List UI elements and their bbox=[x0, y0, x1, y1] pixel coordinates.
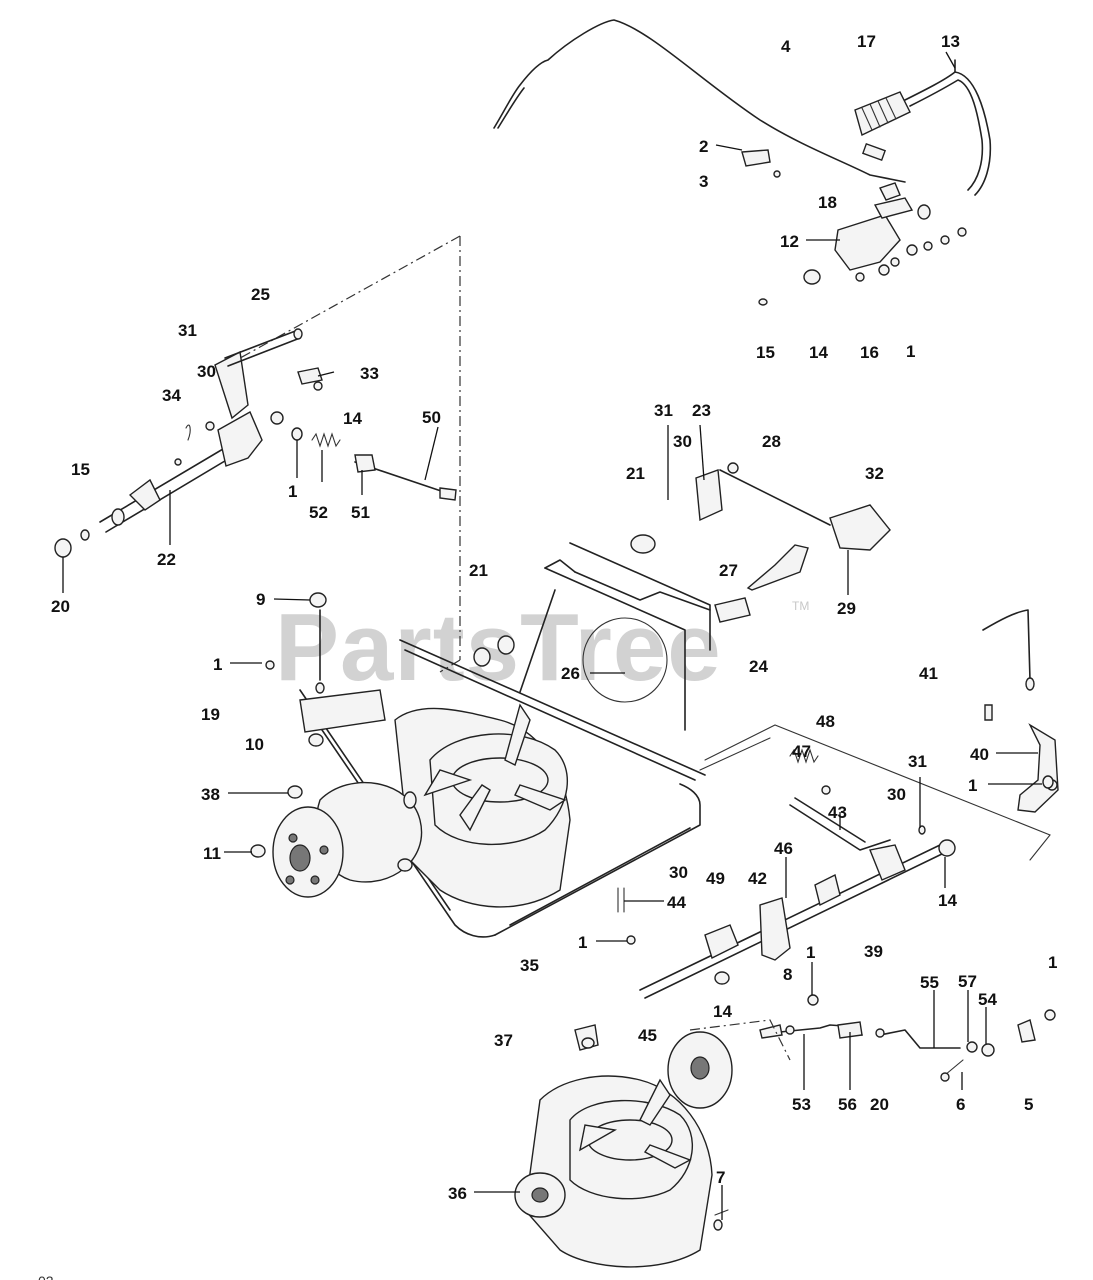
callout-1-left: 1 bbox=[288, 482, 297, 501]
callout-42: 42 bbox=[748, 869, 767, 888]
callout-24: 24 bbox=[749, 657, 768, 676]
callout-52: 52 bbox=[309, 503, 328, 522]
callout-1-top: 1 bbox=[906, 342, 915, 361]
callout-35: 35 bbox=[520, 956, 539, 975]
callout-37: 37 bbox=[494, 1031, 513, 1050]
callout-1-right: 1 bbox=[968, 776, 977, 795]
callout-41: 41 bbox=[919, 664, 938, 683]
callout-33: 33 bbox=[360, 364, 379, 383]
callout-31-left: 31 bbox=[178, 321, 197, 340]
callout-53: 53 bbox=[792, 1095, 811, 1114]
brake-linkage-assembly bbox=[617, 609, 1059, 999]
callout-10: 10 bbox=[245, 735, 264, 754]
callout-23: 23 bbox=[692, 401, 711, 420]
callout-30-mid: 30 bbox=[673, 432, 692, 451]
callout-13: 13 bbox=[941, 32, 960, 51]
callout-9: 9 bbox=[256, 590, 265, 609]
callout-1-lower: 1 bbox=[578, 933, 587, 952]
callout-46: 46 bbox=[774, 839, 793, 858]
callout-1-frame: 1 bbox=[213, 655, 222, 674]
transmission-upper bbox=[250, 592, 571, 908]
callout-14-left: 14 bbox=[343, 409, 362, 428]
callout-22: 22 bbox=[157, 550, 176, 569]
callout-55: 55 bbox=[920, 973, 939, 992]
callout-30-right: 30 bbox=[887, 785, 906, 804]
callout-20-left: 20 bbox=[51, 597, 70, 616]
callout-50: 50 bbox=[422, 408, 441, 427]
callout-11: 11 bbox=[203, 844, 221, 863]
callout-56: 56 bbox=[838, 1095, 857, 1114]
callout-6: 6 bbox=[956, 1095, 965, 1114]
callout-15-left: 15 bbox=[71, 460, 90, 479]
callout-31-mid: 31 bbox=[654, 401, 673, 420]
callout-49: 49 bbox=[706, 869, 725, 888]
callout-25: 25 bbox=[251, 285, 270, 304]
callout-39: 39 bbox=[864, 942, 883, 961]
control-lever-assembly bbox=[493, 19, 992, 306]
callout-38: 38 bbox=[201, 785, 220, 804]
callout-14-top: 14 bbox=[809, 343, 828, 362]
callout-44: 44 bbox=[667, 893, 686, 912]
callout-54: 54 bbox=[978, 990, 997, 1009]
footer-text: 02 bbox=[38, 1273, 54, 1280]
callout-14-lower: 14 bbox=[713, 1002, 732, 1021]
callout-30-left: 30 bbox=[197, 362, 216, 381]
callout-8: 8 bbox=[783, 965, 792, 984]
callout-19: 19 bbox=[201, 705, 220, 724]
lever-shaft-assembly bbox=[54, 235, 461, 673]
callout-32: 32 bbox=[865, 464, 884, 483]
callout-47: 47 bbox=[792, 742, 811, 761]
transmission-lower bbox=[514, 1019, 791, 1268]
leader-lines bbox=[62, 51, 1042, 1220]
watermark-tm: TM bbox=[792, 599, 809, 613]
callout-18: 18 bbox=[818, 193, 837, 212]
callout-20-lower: 20 bbox=[870, 1095, 889, 1114]
callout-21-frame: 21 bbox=[469, 561, 488, 580]
callout-45: 45 bbox=[638, 1026, 657, 1045]
lower-rod-linkage bbox=[759, 994, 1056, 1082]
callout-12: 12 bbox=[780, 232, 799, 251]
callout-36: 36 bbox=[448, 1184, 467, 1203]
callout-51: 51 bbox=[351, 503, 370, 522]
callout-30-lower: 30 bbox=[669, 863, 688, 882]
callout-40: 40 bbox=[970, 745, 989, 764]
callout-1-far-right: 1 bbox=[1048, 953, 1057, 972]
callout-48: 48 bbox=[816, 712, 835, 731]
callout-2: 2 bbox=[699, 137, 708, 156]
callout-4: 4 bbox=[781, 37, 791, 56]
callout-28: 28 bbox=[762, 432, 781, 451]
callout-29: 29 bbox=[837, 599, 856, 618]
frame-assembly bbox=[299, 462, 1051, 938]
callout-43: 43 bbox=[828, 803, 847, 822]
callout-16: 16 bbox=[860, 343, 879, 362]
callout-1-mid: 1 bbox=[806, 943, 815, 962]
callout-31-right: 31 bbox=[908, 752, 927, 771]
callout-7: 7 bbox=[716, 1168, 725, 1187]
callout-3: 3 bbox=[699, 172, 708, 191]
callout-21-mid: 21 bbox=[626, 464, 645, 483]
callout-17: 17 bbox=[857, 32, 876, 51]
callout-57: 57 bbox=[958, 972, 977, 991]
callout-labels: 4 17 13 2 3 18 12 15 14 16 1 25 31 30 33… bbox=[51, 32, 1057, 1203]
callout-14-right: 14 bbox=[938, 891, 957, 910]
callout-15-top: 15 bbox=[756, 343, 775, 362]
callout-34: 34 bbox=[162, 386, 181, 405]
callout-5: 5 bbox=[1024, 1095, 1033, 1114]
callout-27: 27 bbox=[719, 561, 738, 580]
callout-26: 26 bbox=[561, 664, 580, 683]
